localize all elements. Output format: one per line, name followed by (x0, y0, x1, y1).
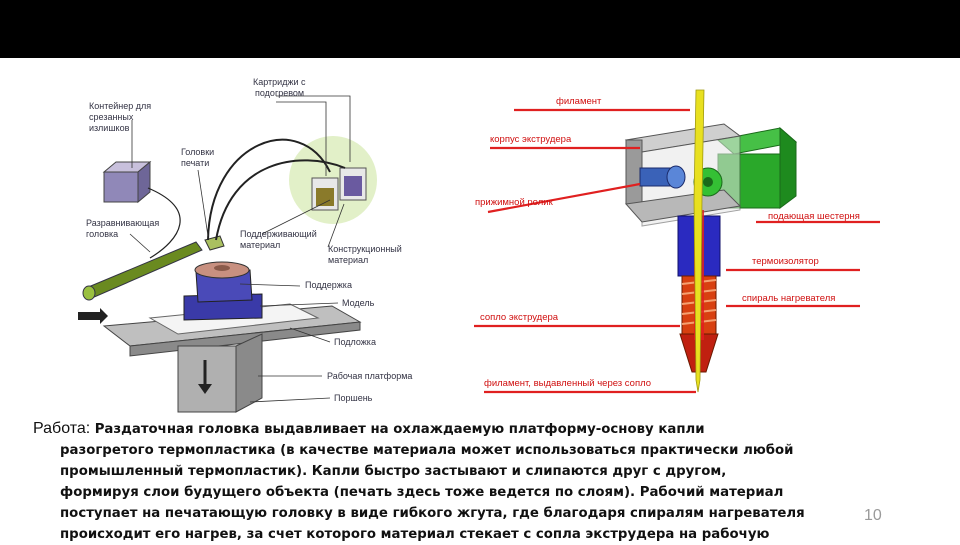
extruder-body (624, 123, 742, 227)
label-extruded-filament: филамент, выдавленный через сопло (484, 378, 651, 389)
lead-label: Работа: (33, 420, 95, 437)
label-build-material: Конструкционный материал (328, 244, 404, 265)
text-line-6: происходит его нагрев, за счет которого … (60, 527, 770, 542)
model-graphic (183, 261, 263, 321)
top-black-bar (0, 0, 960, 58)
print-head (204, 235, 225, 251)
label-heads: Головки печати (181, 147, 217, 168)
label-feed-gear: подающая шестерня (768, 211, 860, 222)
right-diagram: филамент корпус экструдера прижимной рол… (474, 89, 880, 394)
pressure-roller (639, 165, 686, 189)
text-line-5: поступает на печатающую головку в виде г… (60, 506, 805, 521)
leveling-head (82, 241, 203, 301)
label-model: Модель (342, 298, 375, 308)
piston (177, 333, 263, 413)
text-line-2: разогретого термопластика (в качестве ма… (60, 443, 794, 458)
page-number: 10 (864, 507, 882, 524)
container-box (102, 160, 152, 204)
text-line-4: формируя слои будущего объекта (печать з… (60, 485, 784, 500)
label-piston: Поршень (334, 393, 373, 403)
label-insulator: термоизолятор (752, 256, 819, 267)
label-support-material: Поддерживающий материал (240, 229, 319, 250)
text-line-3: промышленный термопластик). Капли быстро… (60, 464, 727, 479)
left-diagram: Картриджи с подогревом Контейнер для сре… (78, 77, 412, 413)
label-container: Контейнер для срезанных излишков (89, 101, 154, 133)
label-substrate: Подложка (334, 337, 376, 347)
label-leveler: Разравнивающая головка (86, 218, 162, 239)
label-cartridges: Картриджи с подогревом (253, 77, 308, 98)
label-pressure-roller: прижимной ролик (475, 197, 554, 208)
label-extruder-body: корпус экструдера (490, 134, 572, 145)
label-support: Поддержка (305, 280, 352, 290)
direction-arrow (78, 308, 108, 324)
label-heater: спираль нагревателя (742, 293, 835, 304)
text-line-1: Раздаточная головка выдавливает на охлаж… (94, 422, 705, 437)
figure-area: Картриджи с подогревом Контейнер для сре… (78, 77, 880, 413)
filament-strand (693, 89, 705, 393)
cartridges-graphic (311, 167, 367, 211)
label-filament: филамент (556, 96, 602, 107)
label-platform: Рабочая платформа (327, 371, 412, 381)
label-nozzle: сопло экструдера (480, 312, 559, 323)
description-paragraph: Работа: Раздаточная головка выдавливает … (33, 418, 933, 545)
